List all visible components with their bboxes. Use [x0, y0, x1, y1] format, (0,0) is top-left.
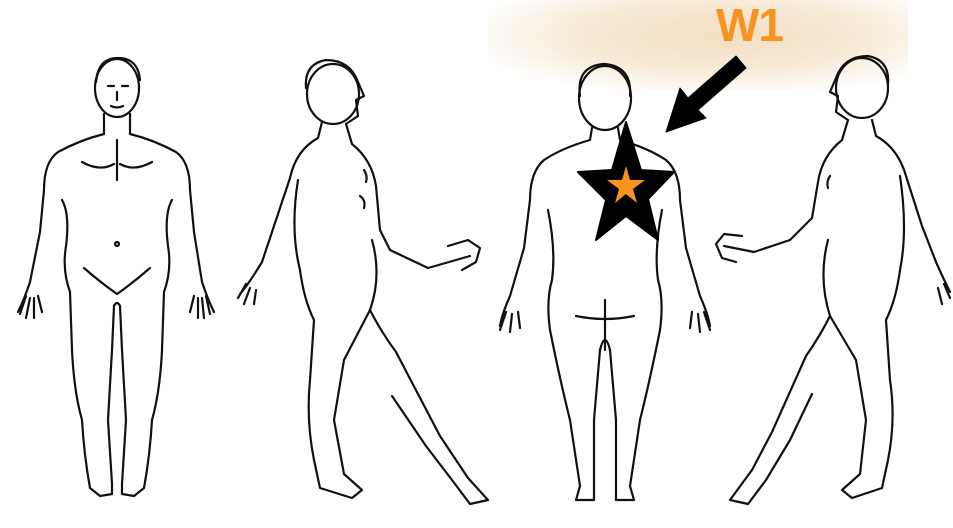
figure-side-right	[238, 60, 488, 504]
marker-label: W1	[716, 2, 783, 48]
figure-front	[18, 58, 214, 496]
arrow-pointer	[666, 56, 746, 132]
figure-back	[500, 64, 710, 500]
arrow-shape	[666, 56, 746, 132]
figure-side-left	[716, 56, 950, 504]
